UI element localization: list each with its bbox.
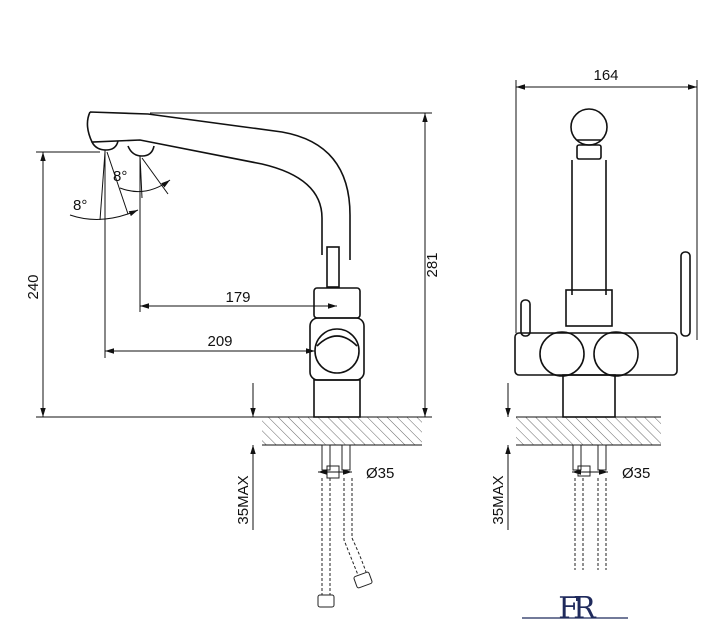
angle-label-a: 8° xyxy=(73,197,87,214)
side-view: 164 Ø35 35MAX xyxy=(490,67,698,570)
front-hose-left xyxy=(321,478,331,595)
front-lever-top xyxy=(326,246,340,288)
side-body-top xyxy=(565,289,613,327)
front-body-main xyxy=(309,317,365,381)
dim-hole-side: Ø35 xyxy=(622,465,650,482)
side-lever-left xyxy=(520,299,531,337)
side-countertop xyxy=(516,417,661,445)
angle-arc-a xyxy=(69,209,139,220)
side-lever-right xyxy=(680,251,691,337)
dim-counter-max-front: 35MAX xyxy=(235,475,252,524)
side-hose-left xyxy=(574,478,584,570)
front-nozzle-right xyxy=(127,145,155,157)
front-nozzle-left xyxy=(91,140,119,151)
side-hose-right xyxy=(597,478,607,570)
dim-height-spout: 281 xyxy=(424,252,441,277)
angle-arc-b xyxy=(119,179,171,193)
dim-reach-short: 179 xyxy=(225,289,250,306)
front-countertop xyxy=(262,417,422,445)
front-body-upper xyxy=(313,287,361,319)
dim-width-side: 164 xyxy=(593,67,618,84)
front-hose-right xyxy=(343,478,367,576)
dim-reach-long: 209 xyxy=(207,333,232,350)
dim-counter-max-side: 35MAX xyxy=(490,475,507,524)
side-handle-left xyxy=(539,331,585,377)
dim-hole-front: Ø35 xyxy=(366,465,394,482)
dim-height-total: 240 xyxy=(25,274,42,299)
front-view: 281 240 179 209 8° 8° Ø35 35MAX xyxy=(25,111,441,608)
brand-logo-text: FR xyxy=(558,591,597,626)
side-base xyxy=(562,374,616,418)
brand-logo: FR xyxy=(522,591,628,626)
front-base xyxy=(313,379,361,418)
side-handle-right xyxy=(593,331,639,377)
front-spout xyxy=(86,111,351,260)
side-aerator xyxy=(576,144,602,160)
